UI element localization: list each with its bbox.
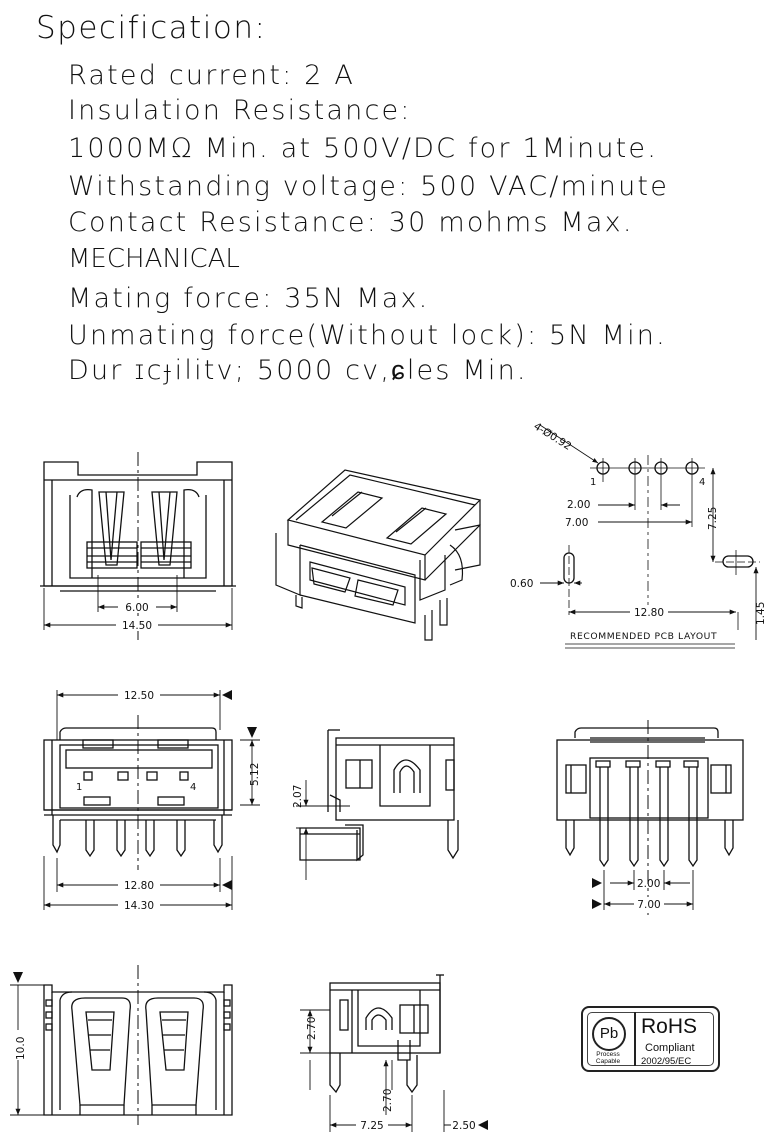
dim-side2-7-25: 7.25 [360,1120,383,1132]
side-view: 2.07 [292,729,459,880]
dim-6-00: 6.00 [125,602,148,614]
dim-side2-2-70a: 2.70 [306,1017,318,1040]
dim-4-holes: 4-Ø0.92 [531,420,573,452]
rohs-title: RoHS [641,1015,698,1038]
dim-pcb-0-60: 0.60 [510,578,533,590]
spec-mechanical: MECHANICAL [68,244,240,274]
bottom-view: 10.0 [10,965,233,1125]
front-view-middle: 1 4 12.50 5.12 12.80 14.30 [43,688,261,912]
front-pin-1: 1 [76,782,82,793]
spec-withstanding: Withstanding voltage: 500 VAC/minute [68,171,670,202]
dim-14-50: 14.50 [122,620,152,632]
rohs-divider [634,1012,636,1066]
spec-mating-force: Mating force: 35N Max. [68,283,430,314]
rohs-directive-code: 2002/95/EC [641,1056,692,1067]
dim-pcb-7-25: 7.25 [707,507,719,530]
dim-pcb-2-00: 2.00 [567,499,590,511]
pcb-pin-4: 4 [699,477,705,488]
dim-2-07: 2.07 [292,785,304,808]
dim-side2-2-50: 2.50 [452,1120,475,1132]
pcb-layout-label: RECOMMENDED PCB LAYOUT [570,631,717,642]
side-view-2: 2.70 2.70 7.25 2.50 [300,974,488,1132]
dim-10-0: 10.0 [15,1037,27,1060]
dim-pcb-7-00: 7.00 [565,517,588,529]
dim-12-80: 12.80 [124,880,154,892]
spec-insulation: Insulation Resistance: [68,95,412,126]
pb-free-icon: Pb [592,1017,626,1051]
spec-insulation-value: 1000MΩ Min. at 500V/DC for 1Minute. [68,133,659,164]
front-view-top: 6.00 14.50 [40,452,236,640]
rohs-badge: Pb Process Capable RoHS Compliant 2002/9… [581,1006,720,1072]
spec-unmating-force: Unmating force(Without lock): 5N Min. [68,320,667,351]
process-capable-label: Process Capable [595,1051,621,1065]
dim-rear-2-00: 2.00 [637,878,660,890]
pcb-pin-1: 1 [590,477,596,488]
spec-durability: Dur ɪcɟilitv; 5000 cv,ɕles Min. [68,355,528,386]
dim-pcb-12-80: 12.80 [634,607,664,619]
rear-view: 2.00 7.00 [556,720,744,915]
dim-pcb-1-45: 1.45 [755,602,767,625]
pcb-layout: 4-Ø0.92 1 4 2.00 7.00 7.25 0.60 1.45 12.… [510,420,767,649]
rohs-compliant: Compliant [645,1042,695,1054]
dim-12-50: 12.50 [124,690,154,702]
spec-rated-current: Rated current: 2 A [68,60,356,91]
spec-title: Specification: [36,10,267,46]
dim-rear-7-00: 7.00 [637,899,660,911]
spec-contact-resistance: Contact Resistance: 30 mohms Max. [68,207,634,238]
dim-5-12: 5.12 [249,763,261,786]
front-pin-4: 4 [190,782,196,793]
isometric-view [275,469,482,641]
dim-14-30: 14.30 [124,900,154,912]
rohs-inner-frame [587,1012,714,1066]
dim-side2-2-70b: 2.70 [382,1089,394,1112]
